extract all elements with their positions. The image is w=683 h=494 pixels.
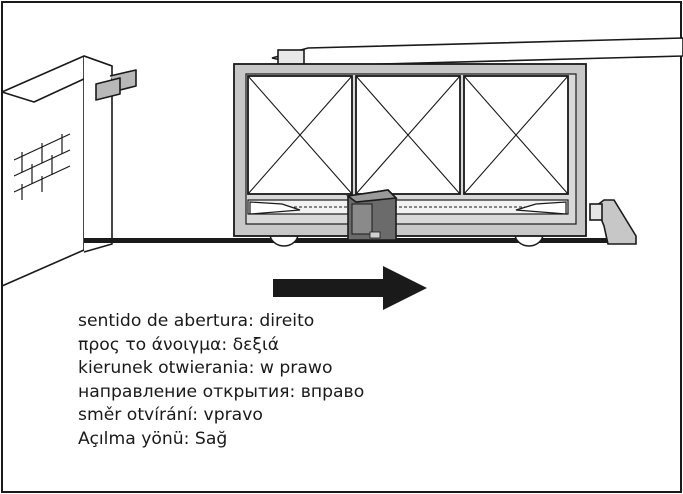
ground-rail bbox=[84, 238, 610, 243]
caption-line-polish: kierunek otwierania: w prawo bbox=[78, 358, 333, 379]
opening-direction-arrow bbox=[273, 266, 427, 310]
opening-direction-caption: sentido de abertura: direito προς το άνο… bbox=[78, 310, 364, 452]
sliding-gate bbox=[233, 63, 587, 237]
caption-line-portuguese: sentido de abertura: direito bbox=[78, 311, 315, 331]
gate-motor bbox=[345, 189, 398, 241]
gear-rack bbox=[247, 199, 569, 215]
end-stop bbox=[589, 199, 637, 245]
wall-bracket bbox=[95, 69, 137, 101]
caption-line-greek: προς το άνοιγμα: δεξιά bbox=[78, 334, 280, 355]
brick-wall bbox=[1, 55, 137, 300]
caption-line-czech: směr otvírání: vpravo bbox=[78, 405, 263, 426]
limit-cam-left bbox=[249, 201, 301, 215]
caption-line-turkish: Açılma yönü: Sağ bbox=[78, 428, 228, 449]
brick-pattern bbox=[13, 133, 71, 200]
caption-line-russian: направление открытия: вправо bbox=[78, 381, 365, 402]
limit-cam-right bbox=[515, 201, 567, 215]
